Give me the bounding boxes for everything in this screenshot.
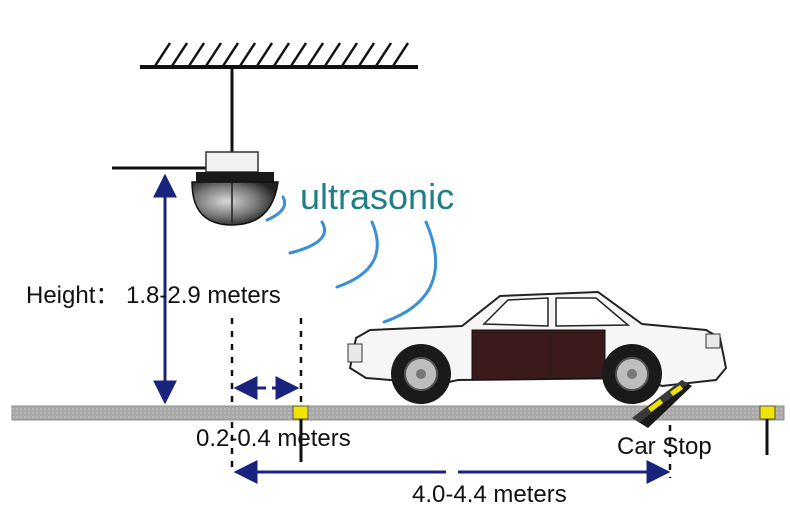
gap-label: 0.2-0.4 meters: [196, 425, 351, 452]
parking-marker-icon: [759, 405, 776, 455]
height-label: Height： 1.8-2.9 meters: [26, 282, 281, 309]
distance-label: 4.0-4.4 meters: [412, 481, 567, 508]
ultrasonic-label: ultrasonic: [300, 176, 455, 217]
sedan-car-icon: [347, 290, 728, 404]
ceiling-hatch-icon: [140, 42, 418, 69]
parking-marker-icon: [292, 405, 309, 462]
sound-wave-icon: [265, 195, 438, 324]
dome-sensor-icon: [112, 151, 279, 226]
wheel-stopper-icon: [632, 380, 692, 428]
car-stop-label: Car Stop: [617, 433, 712, 460]
ground-strip: [11, 405, 785, 421]
